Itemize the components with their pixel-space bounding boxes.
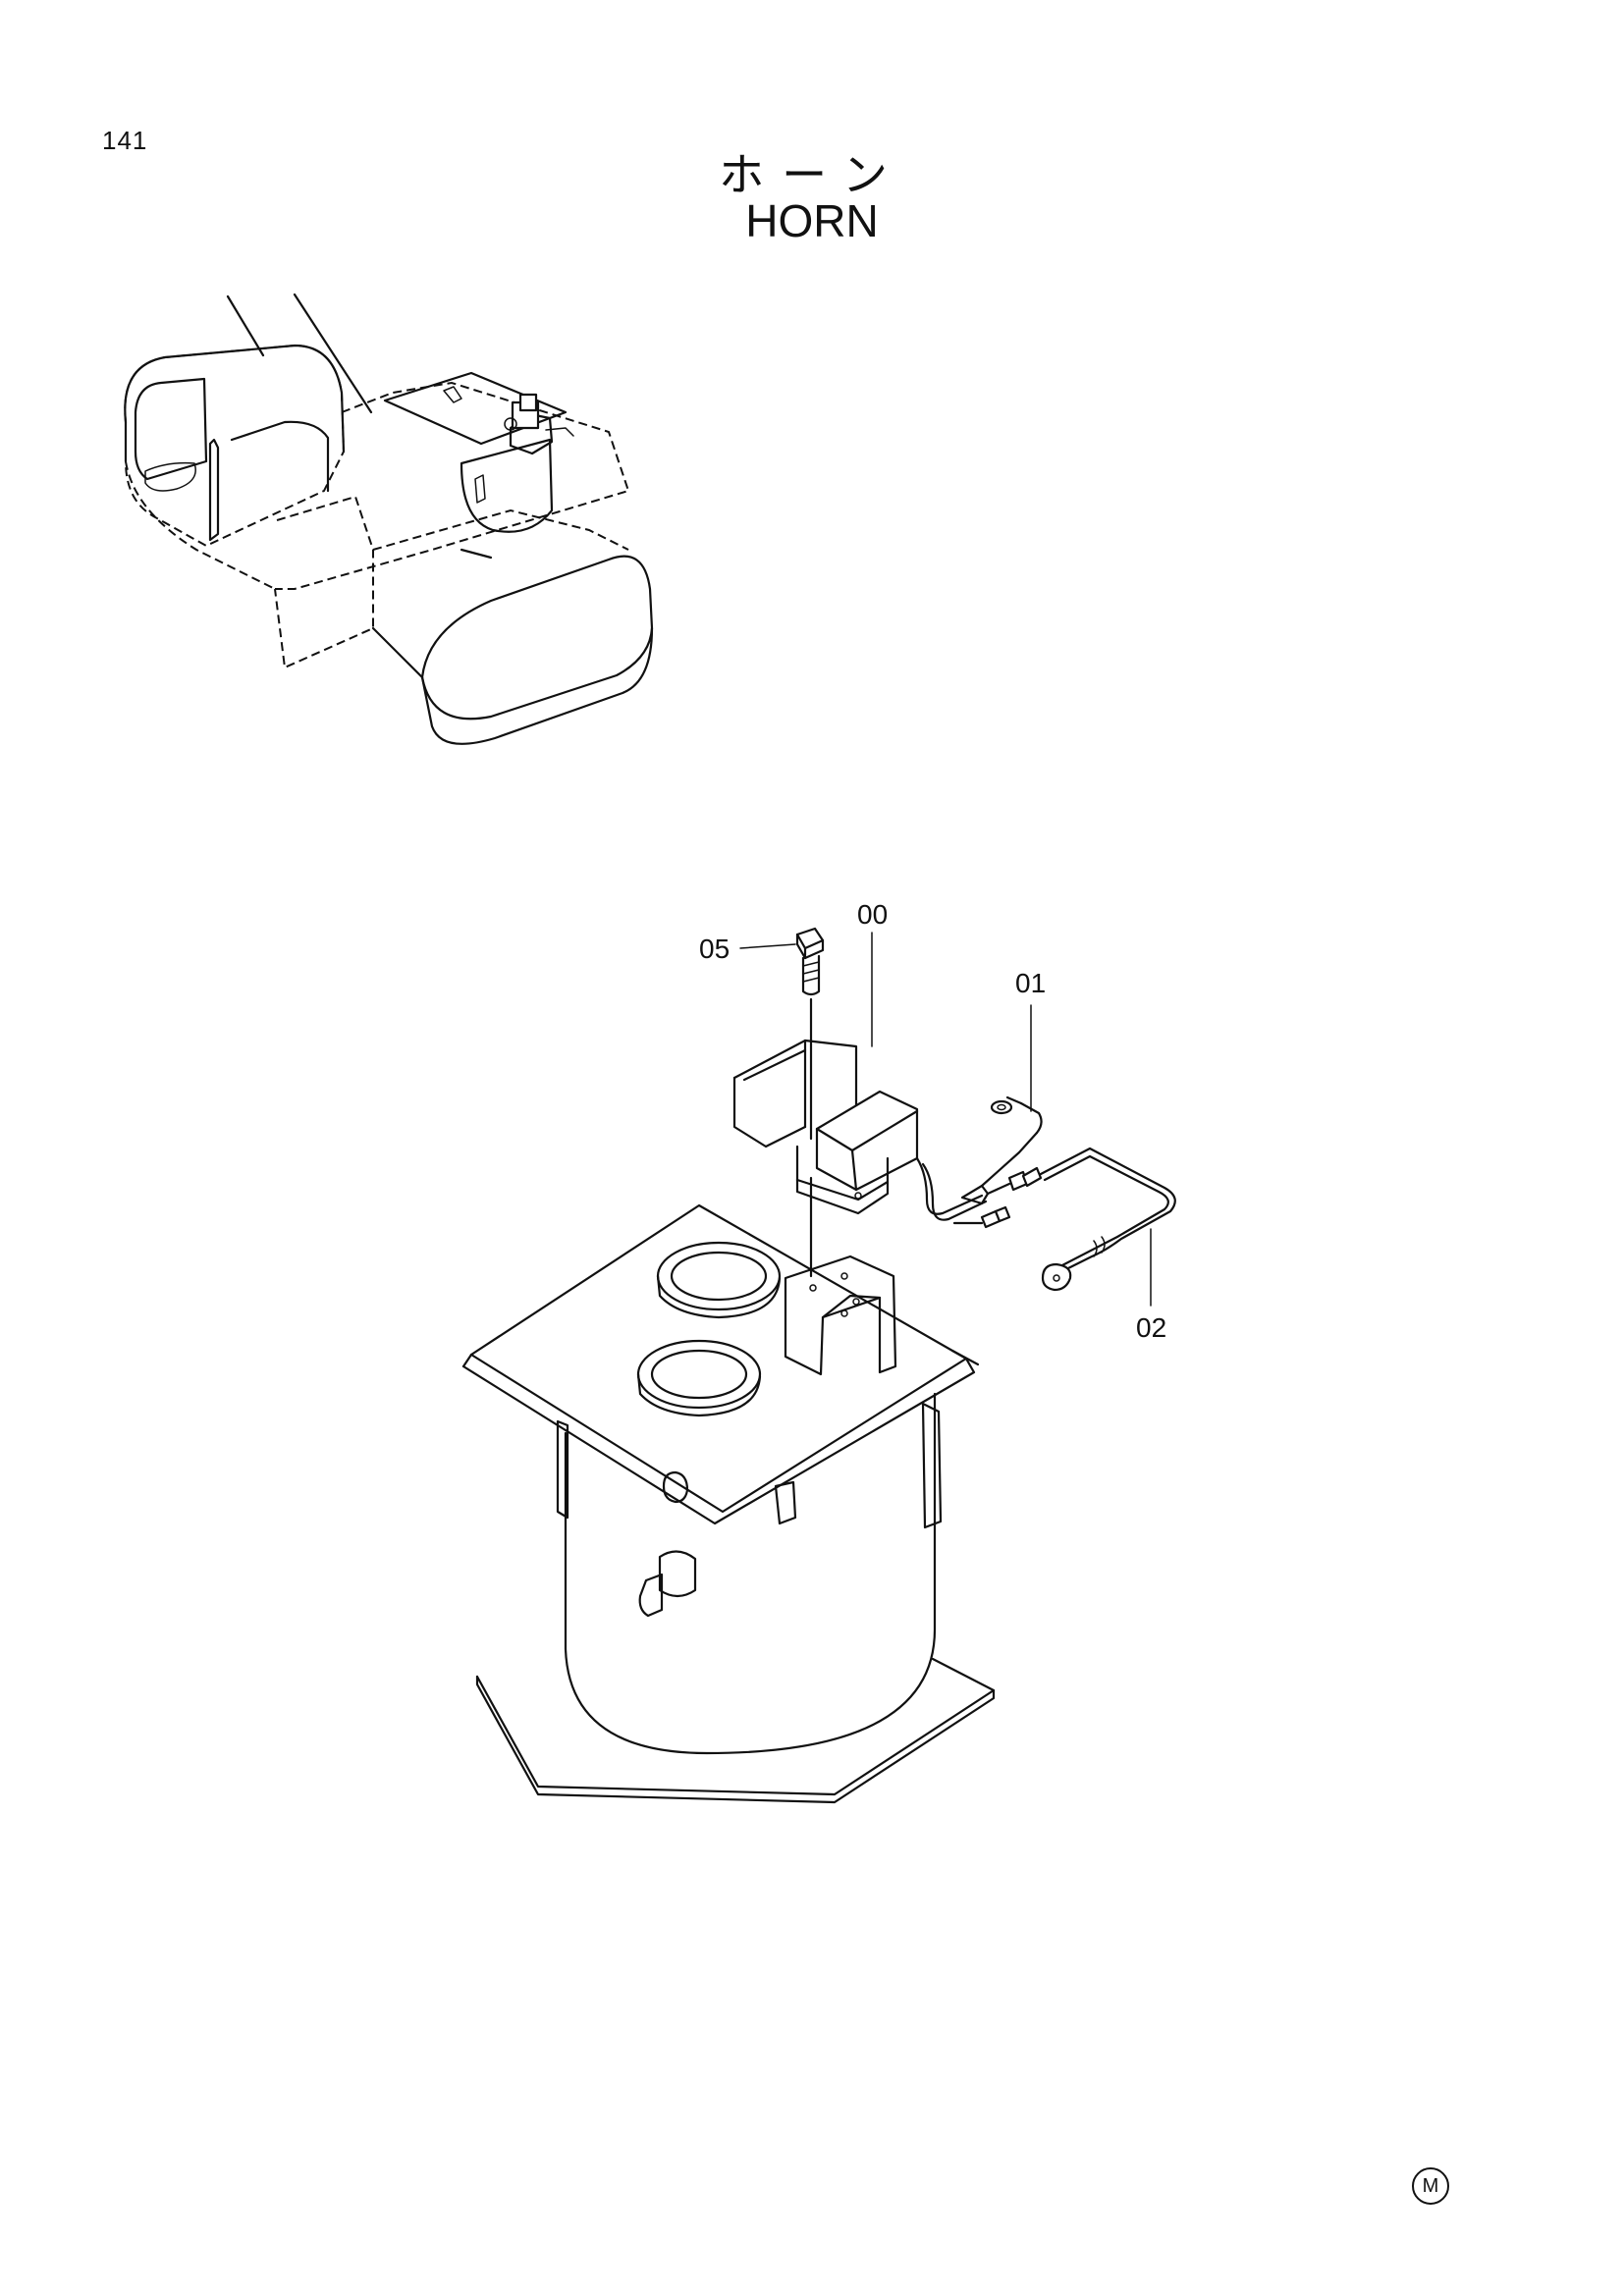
callout-02: 02 [1136,1312,1167,1343]
page-title-english: HORN [745,195,879,246]
callout-00: 00 [857,899,889,930]
wire-harness-part-01 [915,1095,1043,1229]
callout-leaders [739,932,1152,1307]
callout-01: 01 [1015,968,1047,998]
page-number: 141 [102,126,148,155]
callout-05: 05 [699,934,731,964]
excavator-overview [124,293,654,745]
page-title-japanese: ホーン [719,148,905,201]
hydraulic-tank-assembly [461,1203,996,1804]
bolt-part-05 [795,927,825,1278]
ground-wire-part-02 [1021,1147,1176,1292]
m-mark: M [1412,2167,1449,2205]
horn-part-00 [732,1039,919,1215]
